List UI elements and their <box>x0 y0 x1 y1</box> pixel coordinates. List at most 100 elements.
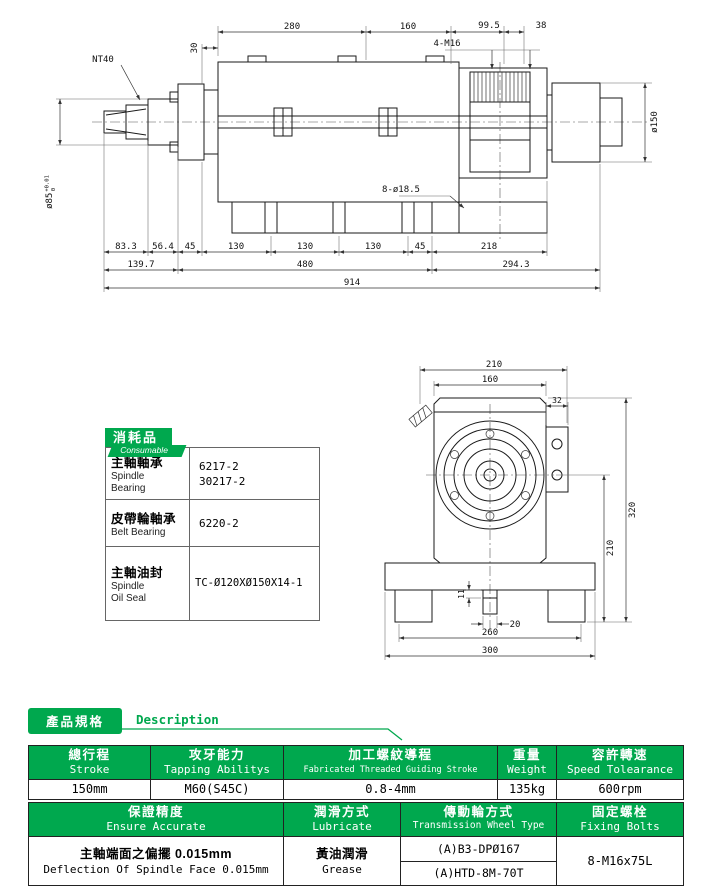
item-name-en: Spindle Oil Seal <box>111 581 147 604</box>
dim-label: 260 <box>482 628 498 638</box>
header-en: Speed Tolearance <box>567 763 673 776</box>
dim-label: 56.4 <box>152 242 174 252</box>
header-zh: 潤滑方式 <box>313 805 370 819</box>
spec-title-banner: 產品規格 <box>28 708 122 734</box>
motor-diameter-label: ø150 <box>650 111 660 133</box>
header-en: Stroke <box>69 763 110 776</box>
dim-label: 160 <box>400 22 416 32</box>
column-header: 容許轉速 Speed Tolearance <box>557 746 683 780</box>
dim-label: 130 <box>365 242 381 252</box>
dim-label: 99.5 <box>478 21 500 31</box>
header-en: Transmission Wheel Type <box>412 820 545 831</box>
spec-value-transmission: (A)B3-DPØ167 (A)HTD-8M-70T <box>401 837 557 885</box>
dim-label: 30 <box>190 43 200 54</box>
lubricate-en: Grease <box>322 862 362 876</box>
dim-label: 20 <box>510 620 521 630</box>
front-view-dimension-lines <box>385 368 628 658</box>
table-row: 主軸軸承 Spindle Bearing 6217-2 30217-2 <box>106 448 319 500</box>
side-view-centerlines <box>92 62 648 240</box>
spec-table-1: 總行程 Stroke 攻牙能力 Tapping Abilitys 加工螺紋導程 … <box>28 745 684 800</box>
consumable-subtitle-text: Consumable <box>120 445 168 455</box>
dim-label: 45 <box>185 242 196 252</box>
consumable-panel: 消耗品 Consumable 主軸軸承 Spindle Bearing 6217… <box>105 428 320 621</box>
spindle-taper-label: NT40 <box>92 55 114 65</box>
spec-header: 產品規格 Description <box>28 708 684 745</box>
side-view-geometry <box>103 55 623 234</box>
tolerance-upper: +0.01 <box>45 175 51 192</box>
header-zh: 總行程 <box>68 748 111 762</box>
header-en: Lubricate <box>312 820 372 833</box>
transmission-option-b: (A)HTD-8M-70T <box>433 866 524 881</box>
lubricate-zh: 黃油潤滑 <box>315 846 368 861</box>
base-holes-label: 8-ø18.5 <box>382 185 420 195</box>
spec-section: 產品規格 Description 總行程 Stroke 攻牙能力 Tapping… <box>28 708 684 886</box>
header-zh: 加工螺紋導程 <box>348 748 433 762</box>
dim-label: 130 <box>228 242 244 252</box>
consumable-item-name: 皮帶輪軸承 Belt Bearing <box>106 500 190 546</box>
item-value: 6217-2 30217-2 <box>199 459 246 488</box>
column-header: 重量 Weight <box>498 746 557 780</box>
spec-value-tapping: M60(S45C) <box>151 780 284 799</box>
dim-label: 160 <box>482 375 498 385</box>
consumable-item-name: 主軸油封 Spindle Oil Seal <box>106 547 190 620</box>
front-view-geometry <box>384 397 596 623</box>
column-header: 攻牙能力 Tapping Abilitys <box>151 746 284 780</box>
side-view-dimension-lines <box>58 30 647 290</box>
spec-value-stroke: 150mm <box>29 780 151 799</box>
accuracy-zh: 主軸端面之偏擺 0.015mm <box>80 846 232 861</box>
dim-label: 32 <box>552 396 562 405</box>
dim-label: 45 <box>415 242 426 252</box>
spec-value-weight: 135kg <box>498 780 557 799</box>
spec-value-guiding-stroke: 0.8-4mm <box>284 780 498 799</box>
tolerance-lower: 0 <box>51 188 57 191</box>
header-en: Tapping Abilitys <box>164 763 270 776</box>
side-view-labels: 280 160 99.5 38 30 NT40 ø85+0.010 ø150 4… <box>45 21 661 288</box>
pulley-grooves <box>473 72 527 102</box>
dim-label: 210 <box>606 540 616 556</box>
spec-value-lubricate: 黃油潤滑 Grease <box>284 837 401 885</box>
dim-label: 38 <box>536 21 547 31</box>
pulley-bolts-label: 4-M16 <box>433 39 460 49</box>
spindle-diameter-label: ø85+0.010 <box>45 175 58 209</box>
header-en: Fabricated Threaded Guiding Stroke <box>303 765 478 775</box>
header-zh: 保證精度 <box>127 805 184 819</box>
dim-label: 139.7 <box>127 260 154 270</box>
dim-label: 480 <box>297 260 313 270</box>
item-name-en: Belt Bearing <box>111 526 166 538</box>
column-header: 保證精度 Ensure Accurate <box>29 803 284 837</box>
dim-label: 320 <box>628 502 638 518</box>
consumable-item-name: 主軸軸承 Spindle Bearing <box>106 448 190 499</box>
spec-value-speed: 600rpm <box>598 782 642 796</box>
column-header: 固定螺栓 Fixing Bolts <box>557 803 683 837</box>
dim-label: 294.3 <box>502 260 529 270</box>
side-view: 280 160 99.5 38 30 NT40 ø85+0.010 ø150 4… <box>45 21 661 292</box>
front-view-labels: 210 160 32 320 210 11 20 260 300 <box>457 360 638 656</box>
spec-description-label: Description <box>136 712 219 727</box>
item-value: 6220-2 <box>199 516 239 530</box>
table-row: 皮帶輪軸承 Belt Bearing 6220-2 <box>106 500 319 547</box>
leader-line <box>96 728 403 741</box>
overall-length-label: 914 <box>344 278 360 288</box>
spec-value-accuracy: 主軸端面之偏擺 0.015mm Deflection Of Spindle Fa… <box>29 837 284 885</box>
front-view: 210 160 32 320 210 11 20 260 300 <box>384 360 638 660</box>
dim-label: 218 <box>481 242 497 252</box>
item-name-zh: 皮帶輪軸承 <box>111 511 177 526</box>
item-name-zh: 主軸油封 <box>111 566 164 580</box>
spec-value-fixing-bolts: 8-M16x75L <box>587 854 653 868</box>
dim-label: 130 <box>297 242 313 252</box>
dim-label: 11 <box>457 589 466 599</box>
header-zh: 攻牙能力 <box>188 748 245 762</box>
column-header: 總行程 Stroke <box>29 746 151 780</box>
header-zh: 固定螺栓 <box>591 805 648 819</box>
header-en: Fixing Bolts <box>580 820 660 833</box>
dim-label: 300 <box>482 646 498 656</box>
header-en: Weight <box>507 763 547 776</box>
dim-label: 83.3 <box>115 242 137 252</box>
table-row: 主軸油封 Spindle Oil Seal TC-Ø120XØ150X14-1 <box>106 547 319 620</box>
front-view-extension-lines <box>384 366 632 660</box>
consumable-table: 主軸軸承 Spindle Bearing 6217-2 30217-2 皮帶輪軸… <box>105 447 320 621</box>
dim-label: 280 <box>284 22 300 32</box>
spec-table-2: 保證精度 Ensure Accurate 潤滑方式 Lubricate 傳動輪方… <box>28 802 684 886</box>
accuracy-en: Deflection Of Spindle Face 0.015mm <box>43 862 269 876</box>
header-zh: 重量 <box>512 748 541 762</box>
